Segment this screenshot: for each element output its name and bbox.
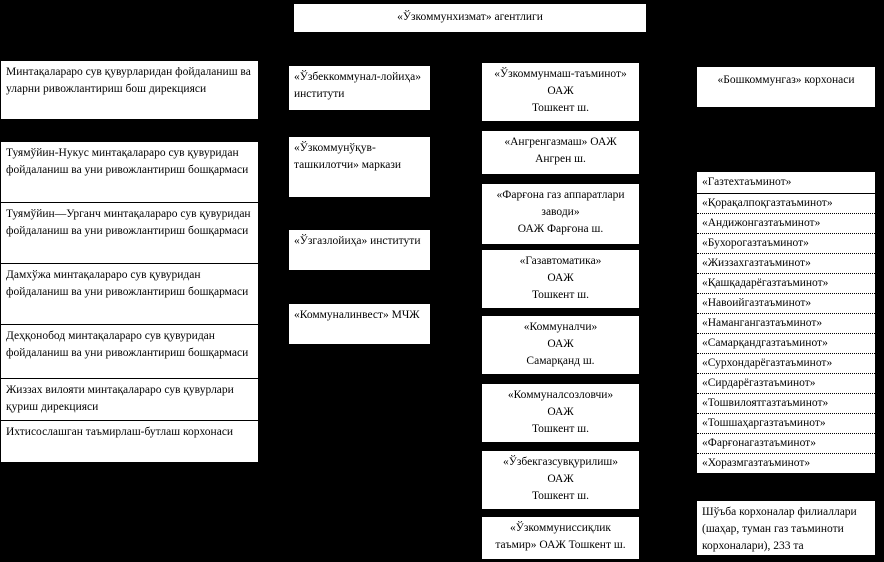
gas-footer-node[interactable]: Шўъба корхоналар филиаллари (шаҳар, тума… <box>696 500 876 556</box>
company-node-6-line3: Тошкент ш. <box>532 423 589 435</box>
gas-list-item-14-label: «Фарғонагазтаъминот» <box>702 437 816 449</box>
institute-node-3[interactable]: «Ўзгазлойиҳа» институти <box>288 229 431 271</box>
gas-list-item-6-label: «Қашқадарёгазтаъминот» <box>702 277 829 289</box>
institute-node-3-label: «Ўзгазлойиҳа» институти <box>294 235 421 247</box>
company-node-7-line3: Тошкент ш. <box>532 490 589 502</box>
company-node-1-line2: ОАЖ <box>547 85 574 97</box>
company-node-2[interactable]: «Ангренгазмаш» ОАЖ Ангрен ш. <box>481 130 640 175</box>
gas-list-item-8[interactable]: «Наманган­газтаъминот» <box>697 314 875 334</box>
gas-list-item-15[interactable]: «Хоразмгазтаъминот» <box>697 454 875 473</box>
company-node-4-line2: ОАЖ <box>547 272 574 284</box>
left-node-4-label: Дамхўжа минтақалараро сув қувуридан фойд… <box>6 269 249 298</box>
gas-header-node[interactable]: «Бошкоммунгаз» корхонаси <box>696 66 876 108</box>
left-node-2-label: Туямўйин-Нукус минтақалараро сув қувурид… <box>6 147 249 176</box>
left-node-6-label: Жиззах вилояти минтақалараро сув қувурла… <box>6 384 234 413</box>
gas-list-item-2-label: «Қорақалпоқгазтаъминот» <box>702 197 833 209</box>
institute-node-2-label: «Ўзкоммунўқув-ташкилотчи» маркази <box>294 142 402 171</box>
company-node-5-line3: Самарқанд ш. <box>526 355 595 367</box>
gas-list-item-10[interactable]: «Сурхондарёгазтаъминот» <box>697 354 875 374</box>
gas-list-item-14[interactable]: «Фарғонагазтаъминот» <box>697 434 875 454</box>
gas-list-item-15-label: «Хоразмгазтаъминот» <box>702 457 811 469</box>
left-node-1-label: Минтақалараро сув қувурларидан фойдалани… <box>6 66 251 95</box>
company-node-1-line1: «Ўзкоммунмаш-таъминот» <box>494 68 627 80</box>
institute-node-4[interactable]: «Коммуналинвест» МЧЖ <box>288 303 431 345</box>
company-node-8-line1: «Ўзкоммуниссиқлик <box>509 522 611 534</box>
company-node-2-line1: «Ангренгазмаш» ОАЖ <box>504 136 617 148</box>
company-node-4[interactable]: «Газавтоматика» ОАЖ Тошкент ш. <box>481 249 640 309</box>
left-node-5-label: Деҳқонобод минтақалараро сув қувуридан ф… <box>6 330 249 359</box>
left-node-7-label: Ихтисослашган таъмирлаш-бутлаш корхонаси <box>6 426 234 438</box>
company-node-7-line2: ОАЖ <box>547 473 574 485</box>
gas-list-item-7-label: «Навоийгазтаъминот» <box>702 297 812 309</box>
gas-list-item-13-label: «Тошшаҳаргазтаъминот» <box>702 417 826 429</box>
gas-list-item-12[interactable]: «Тошвилоятгазтаъминот» <box>697 394 875 414</box>
gas-list-item-7[interactable]: «Навоийгазтаъминот» <box>697 294 875 314</box>
left-node-6[interactable]: Жиззах вилояти минтақалараро сув қувурла… <box>0 378 259 421</box>
gas-header-label: «Бошкоммунгаз» корхонаси <box>717 74 855 86</box>
company-node-4-line1: «Газавтоматика» <box>519 255 602 267</box>
company-node-1[interactable]: «Ўзкоммунмаш-таъминот» ОАЖ Тошкент ш. <box>481 62 640 122</box>
gas-list-item-11-label: «Сирдарёгазтаъминот» <box>702 377 816 389</box>
company-node-5[interactable]: «Коммуналчи» ОАЖ Самарқанд ш. <box>481 315 640 375</box>
gas-list-item-5-label: «Жиззахгазтаъминот» <box>702 257 811 269</box>
gas-list-item-13[interactable]: «Тошшаҳаргазтаъминот» <box>697 414 875 434</box>
company-node-7-line1: «Ўзбекгазсувқурилиш» <box>502 456 619 468</box>
gas-list-item-2[interactable]: «Қорақалпоқгазтаъминот» <box>697 194 875 214</box>
gas-list-item-3[interactable]: «Андижонгазтаъминот» <box>697 214 875 234</box>
left-node-1[interactable]: Минтақалараро сув қувурларидан фойдалани… <box>0 60 259 120</box>
gas-list-item-9[interactable]: «Самарқандгазтаъминот» <box>697 334 875 354</box>
institute-node-2[interactable]: «Ўзкоммунўқув-ташкилотчи» маркази <box>288 136 431 198</box>
gas-list-item-3-label: «Андижонгазтаъминот» <box>702 217 821 229</box>
gas-list-item-1-label: «Газтехтаъминот» <box>702 176 792 188</box>
company-node-8[interactable]: «Ўзкоммуниссиқлик таъмир» ОАЖ Тошкент ш. <box>481 516 640 560</box>
institute-node-1-label: «Ўзбеккоммунал-лойиҳа» институти <box>294 71 421 100</box>
company-node-3[interactable]: «Фарғона газ аппаратлари заводи» ОАЖ Фар… <box>481 183 640 245</box>
gas-list-item-1[interactable]: «Газтехтаъминот» <box>697 172 875 194</box>
gas-list-item-5[interactable]: «Жиззахгазтаъминот» <box>697 254 875 274</box>
left-node-4[interactable]: Дамхўжа минтақалараро сув қувуридан фойд… <box>0 263 259 325</box>
gas-list-item-4-label: «Бухорогазтаъминот» <box>702 237 809 249</box>
left-node-2[interactable]: Туямўйин-Нукус минтақалараро сув қувурид… <box>0 141 259 203</box>
gas-list-item-10-label: «Сурхондарёгазтаъминот» <box>702 357 833 369</box>
company-node-6-line2: ОАЖ <box>547 406 574 418</box>
gas-list-item-9-label: «Самарқандгазтаъминот» <box>702 337 828 349</box>
root-node-label: «Ўзкоммунхизмат» агентлиги <box>397 11 543 23</box>
gas-list-item-12-label: «Тошвилоятгазтаъминот» <box>702 397 829 409</box>
company-node-6[interactable]: «Коммуналсозловчи» ОАЖ Тошкент ш. <box>481 383 640 443</box>
gas-list-item-4[interactable]: «Бухорогазтаъминот» <box>697 234 875 254</box>
gas-list-item-8-label: «Наманган­газтаъминот» <box>702 317 823 329</box>
company-node-3-line1: «Фарғона газ аппаратлари заводи» <box>496 189 625 218</box>
root-node-uzkommunxizmat[interactable]: «Ўзкоммунхизмат» агентлиги <box>292 2 648 34</box>
company-node-4-line3: Тошкент ш. <box>532 289 589 301</box>
gas-list-item-6[interactable]: «Қашқадарёгазтаъминот» <box>697 274 875 294</box>
institute-node-4-label: «Коммуналинвест» МЧЖ <box>294 309 420 321</box>
company-node-7[interactable]: «Ўзбекгазсувқурилиш» ОАЖ Тошкент ш. <box>481 450 640 510</box>
left-node-7[interactable]: Ихтисослашган таъмирлаш-бутлаш корхонаси <box>0 420 259 463</box>
company-node-2-line2: Ангрен ш. <box>535 153 586 165</box>
company-node-5-line1: «Коммуналчи» <box>523 321 598 333</box>
company-node-8-line2: таъмир» ОАЖ Тошкент ш. <box>495 539 626 551</box>
company-node-6-line1: «Коммуналсозловчи» <box>507 389 614 401</box>
left-node-3-label: Туямўйин—Урганч минтақалараро сув қувури… <box>6 208 251 237</box>
left-node-3[interactable]: Туямўйин—Урганч минтақалараро сув қувури… <box>0 202 259 264</box>
institute-node-1[interactable]: «Ўзбеккоммунал-лойиҳа» институти <box>288 65 431 111</box>
left-node-5[interactable]: Деҳқонобод минтақалараро сув қувуридан ф… <box>0 324 259 379</box>
gas-footer-label: Шўъба корхоналар филиаллари (шаҳар, тума… <box>702 506 857 552</box>
gas-supply-list: «Газтехтаъминот» «Қорақалпоқгазтаъминот»… <box>696 171 876 474</box>
company-node-1-line3: Тошкент ш. <box>532 102 589 114</box>
company-node-5-line2: ОАЖ <box>547 338 574 350</box>
gas-list-item-11[interactable]: «Сирдарёгазтаъминот» <box>697 374 875 394</box>
company-node-3-line2: ОАЖ Фарғона ш. <box>517 223 604 235</box>
